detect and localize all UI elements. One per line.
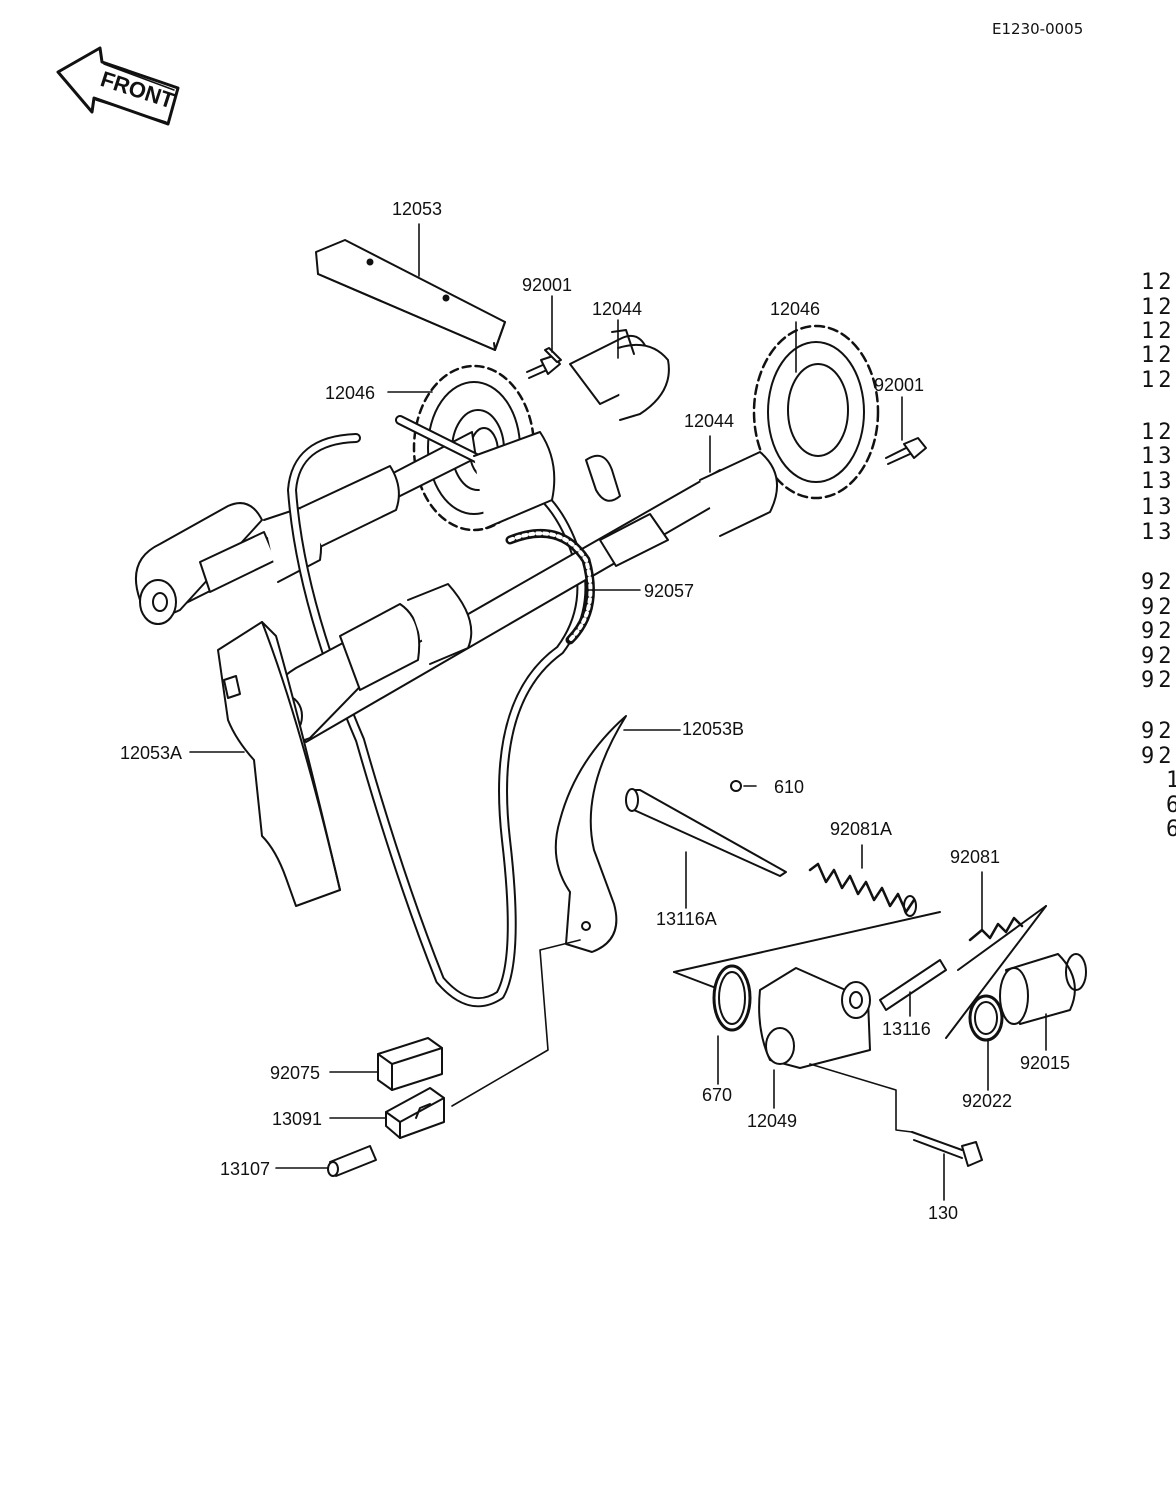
- push-rod-shape: [625, 780, 787, 877]
- pin-shape: [327, 1145, 377, 1177]
- label-670: 670: [702, 1085, 733, 1105]
- label-12053b: 12053B: [682, 719, 745, 739]
- ref-row: 12: [1141, 368, 1176, 393]
- ref-row: 92: [1141, 619, 1176, 644]
- document-code: E1230-0005: [992, 20, 1084, 38]
- leader-lines: [189, 223, 1047, 1201]
- ref-row: 12: [1141, 319, 1176, 344]
- label-92015: 92015: [1020, 1053, 1071, 1073]
- ref-row: 6: [1166, 795, 1176, 817]
- chain-guide-side-shape: [217, 621, 341, 907]
- holder-shape: [385, 1087, 445, 1139]
- chain-guide-top-shape: [315, 239, 506, 351]
- label-12053a: 12053A: [120, 743, 183, 763]
- label-92001-right: 92001: [874, 375, 925, 395]
- label-610: 610: [774, 777, 805, 797]
- ref-row: 92: [1141, 644, 1176, 669]
- ref-row: 92: [1141, 719, 1176, 744]
- label-92057: 92057: [644, 581, 695, 601]
- label-12049: 12049: [747, 1111, 798, 1131]
- ref-row: 12: [1141, 295, 1176, 320]
- tensioner-arm-shape: [554, 715, 627, 953]
- label-12046-right: 12046: [770, 299, 821, 319]
- ref-row: 13: [1141, 469, 1176, 494]
- label-92081: 92081: [950, 847, 1001, 867]
- ref-row: 12: [1141, 343, 1176, 368]
- ref-row: 92: [1141, 668, 1176, 693]
- bolt-right-shape: [885, 437, 927, 465]
- timing-chain-shape: [287, 415, 587, 1008]
- tensioner-body-shape: [673, 905, 1087, 1069]
- label-13116a: 13116A: [656, 909, 717, 929]
- ref-row: 1: [1166, 770, 1176, 792]
- ref-row: 12: [1141, 270, 1176, 295]
- label-12044-right: 12044: [684, 411, 735, 431]
- ref-row: 92: [1141, 570, 1176, 595]
- label-12046-left: 12046: [325, 383, 376, 403]
- camshaft-back-shape: [135, 329, 670, 625]
- label-13091: 13091: [272, 1109, 323, 1129]
- bolt-bottom-shape: [911, 1131, 983, 1167]
- ref-row: 6: [1166, 819, 1176, 841]
- label-12053: 12053: [392, 199, 443, 219]
- sprocket-right-shape: [752, 324, 880, 500]
- spring-large-shape: [808, 862, 917, 917]
- label-13107: 13107: [220, 1159, 271, 1179]
- label-130: 130: [928, 1203, 959, 1223]
- ref-row: 13: [1141, 520, 1176, 545]
- ref-row: 12: [1141, 420, 1176, 445]
- label-92001-left: 92001: [522, 275, 573, 295]
- label-92075: 92075: [270, 1063, 321, 1083]
- stopper-block-shape: [377, 1037, 443, 1091]
- label-12044-top: 12044: [592, 299, 643, 319]
- label-92022: 92022: [962, 1091, 1013, 1111]
- front-arrow-icon: FRONT: [56, 46, 180, 126]
- bolt-left-shape: [526, 347, 562, 379]
- camshaft-front-shape: [268, 431, 778, 743]
- ref-row: 13: [1141, 495, 1176, 520]
- ref-row: 13: [1141, 444, 1176, 469]
- label-13116: 13116: [882, 1019, 931, 1039]
- ref-row: 92: [1141, 595, 1176, 620]
- label-92081a: 92081A: [830, 819, 893, 839]
- ref-row: 92: [1141, 744, 1176, 769]
